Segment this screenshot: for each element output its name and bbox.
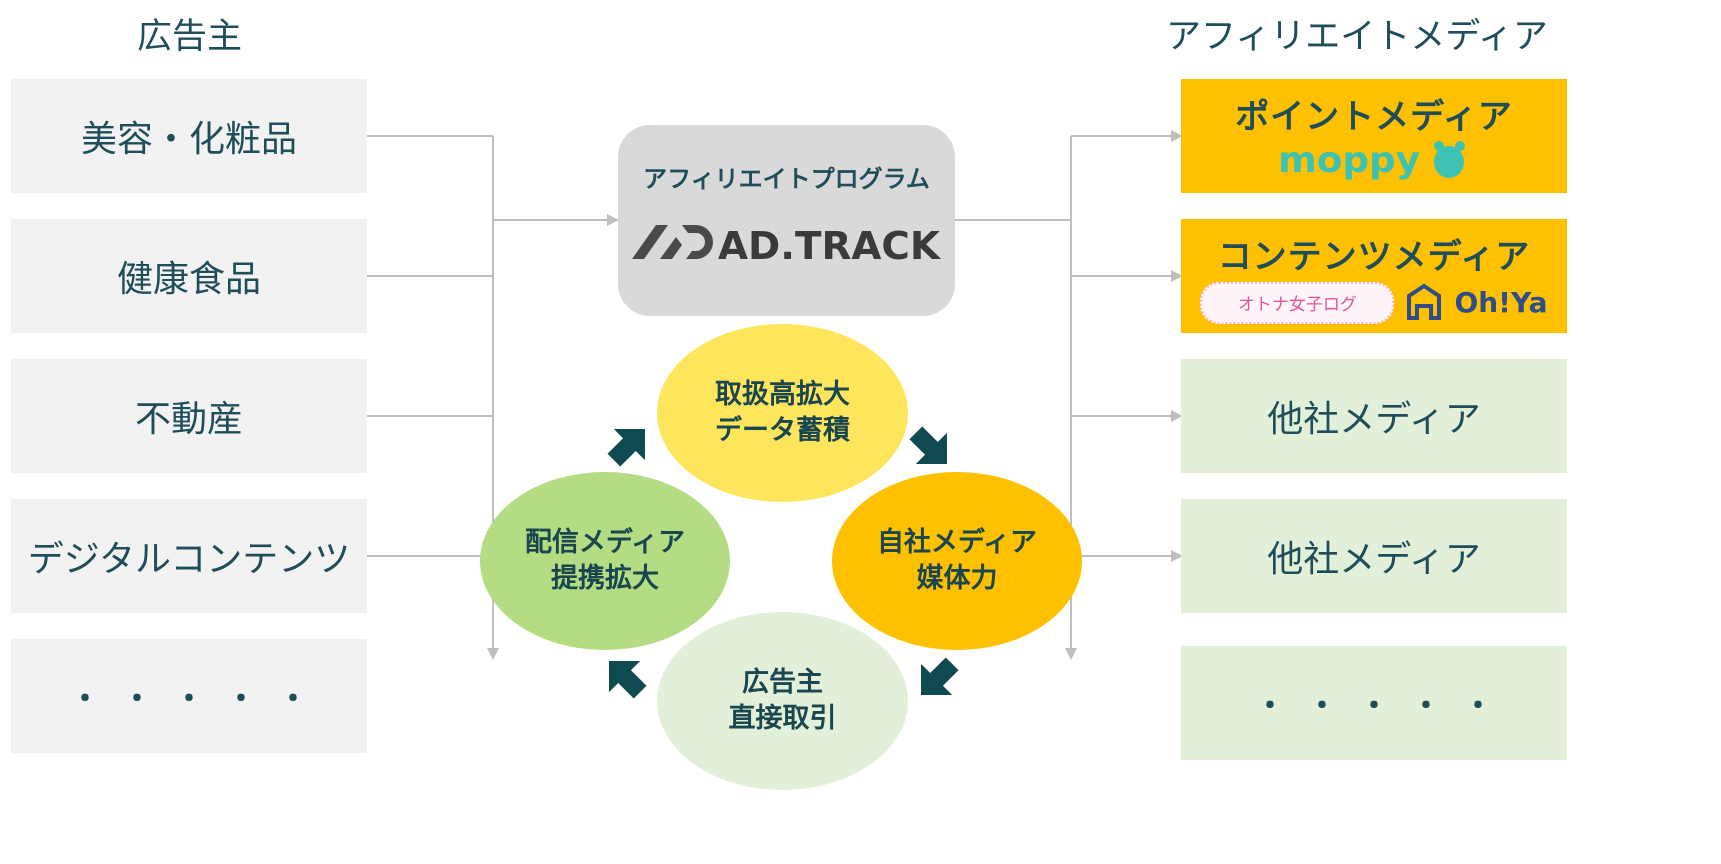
media-other-1-label: 他社メディア [1267,399,1481,440]
otona-joshi-log-logo: オトナ女子ログ [1200,281,1395,324]
cycle-top-circle: 取扱高拡大 データ蓄積 [657,324,908,502]
adtrack-logo: AD.TRACK [632,224,942,268]
cycle-left-line2: 提携拡大 [551,563,659,594]
media-other-2: 他社メディア [1181,499,1567,613]
media-other-2-label: 他社メディア [1267,539,1481,580]
advertiser-beauty-label: 美容・化粧品 [80,119,297,160]
moppy-mascot-icon [1434,140,1465,178]
ohya-house-icon [1407,283,1442,320]
advertiser-digital: デジタルコンテンツ [11,499,367,613]
ohya-label: Oh!Ya [1454,286,1548,319]
cycle-arrow-top-left [598,413,661,476]
moppy-logo-text: moppy [1278,140,1420,181]
advertiser-digital-label: デジタルコンテンツ [27,539,351,580]
media-header: アフィリエイトメディア [1166,17,1548,57]
cycle-arrow-bottom-left [593,645,656,708]
cycle-arrow-top-right [900,417,963,480]
advertiser-more: ・・・・・ [11,639,367,753]
cycle-arrow-bottom-right [905,648,968,711]
cycle-right-line2: 媒体力 [916,563,998,594]
cycle-left-line1: 配信メディア [524,526,686,558]
media-more: ・・・・・ [1181,646,1567,760]
media-content: コンテンツメディア オトナ女子ログ Oh!Ya [1181,219,1567,333]
advertisers-header: 広告主 [137,17,243,57]
cycle-bottom-line1: 広告主 [742,666,823,698]
advertiser-realestate-label: 不動産 [134,399,243,440]
advertiser-more-label: ・・・・・ [70,682,330,717]
otona-joshi-log-label: オトナ女子ログ [1237,295,1357,315]
adtrack-program-box: アフィリエイトプログラム AD.TRACK [618,125,955,316]
advertiser-realestate: 不動産 [11,359,367,473]
media-point: ポイントメディア moppy [1181,79,1567,193]
cycle-bottom-line2: 直接取引 [728,703,837,734]
cycle-right-line1: 自社メディア [876,526,1038,558]
media-point-title: ポイントメディア [1235,96,1513,137]
media-content-title: コンテンツメディア [1217,236,1531,277]
cycle-top-line2: データ蓄積 [715,415,850,446]
moppy-logo: moppy [1278,140,1465,181]
cycle-right-circle: 自社メディア 媒体力 [832,472,1082,650]
cycle-bottom-circle: 広告主 直接取引 [657,612,908,790]
media-other-1: 他社メディア [1181,359,1567,473]
program-label: アフィリエイトプログラム [643,165,930,193]
cycle-top-line1: 取扱高拡大 [715,378,850,410]
adtrack-brand-text: AD.TRACK [718,224,942,268]
advertiser-beauty: 美容・化粧品 [11,79,367,193]
cycle-left-circle: 配信メディア 提携拡大 [480,472,730,650]
advertiser-health-label: 健康食品 [116,259,261,300]
advertiser-health: 健康食品 [11,219,367,333]
media-more-label: ・・・・・ [1255,689,1515,724]
